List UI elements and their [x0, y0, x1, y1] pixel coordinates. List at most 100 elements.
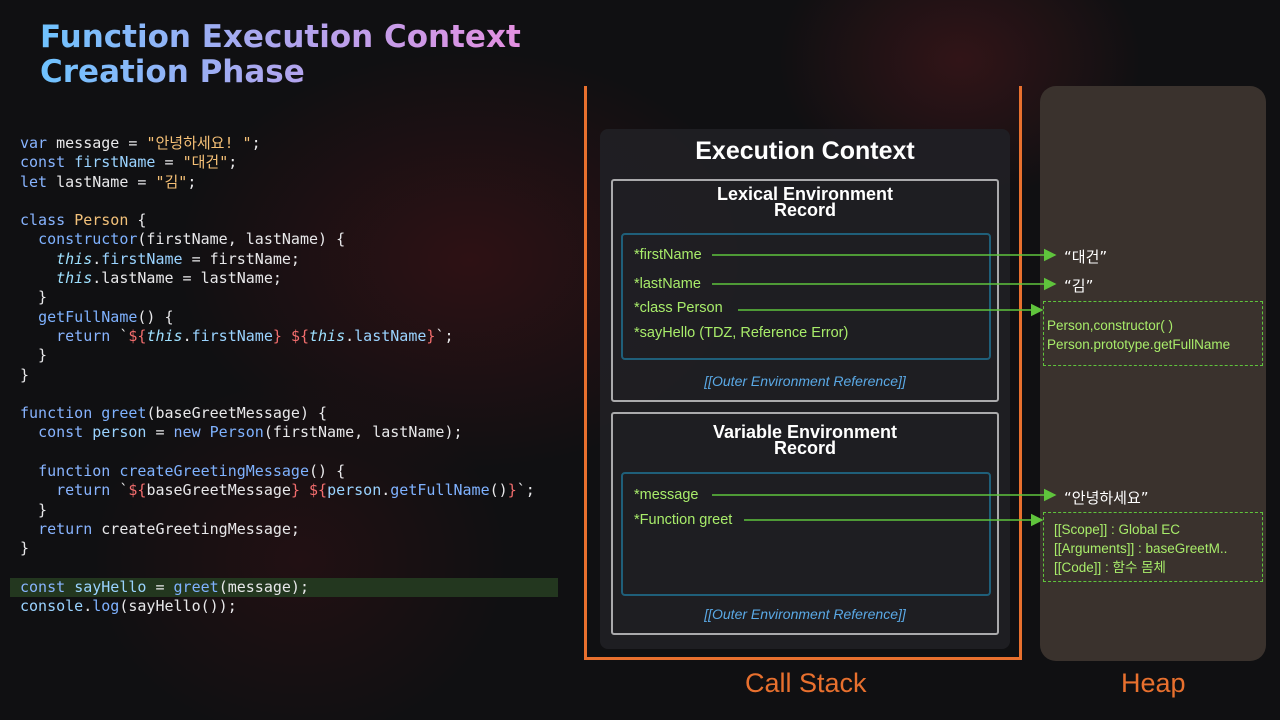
- code-token: ${: [309, 481, 328, 500]
- code-token: getFullName: [390, 481, 490, 500]
- code-editor: var message = "안녕하세요! ";const firstName …: [10, 134, 580, 616]
- code-token: this: [146, 326, 183, 345]
- heap-value-firstname: “대건”: [1064, 248, 1108, 266]
- code-token: person: [92, 423, 147, 442]
- code-token: ${: [290, 326, 309, 345]
- code-token: sayHello: [74, 577, 147, 596]
- call-stack-frame: [584, 86, 1022, 660]
- var-entry-function-greet: *Function greet: [634, 512, 733, 528]
- code-line: return `${this.firstName} ${this.lastNam…: [20, 327, 580, 346]
- code-token: createGreetingMessage;: [92, 519, 300, 538]
- code-line: }: [20, 539, 580, 558]
- variable-outer-ref: [[Outer Environment Reference]]: [704, 606, 906, 622]
- code-token: greet: [173, 577, 219, 596]
- var-entry-message: *message: [634, 487, 699, 503]
- code-line: const firstName = "대건";: [20, 153, 580, 172]
- execution-context-title: Execution Context: [695, 137, 915, 165]
- code-line: return createGreetingMessage;: [20, 520, 580, 539]
- code-token: (firstName, lastName) {: [137, 230, 346, 249]
- code-token: class: [20, 211, 66, 230]
- code-token: this: [56, 249, 93, 268]
- code-token: ${: [128, 481, 147, 500]
- code-token: .: [83, 597, 93, 616]
- code-token: ;: [187, 172, 197, 191]
- code-token: `: [110, 326, 129, 345]
- code-token: .: [182, 326, 192, 345]
- variable-environment-title: Variable Environment Record: [613, 423, 997, 457]
- lexical-title-line-1: Lexical Environment: [716, 184, 894, 204]
- code-token: =: [146, 577, 174, 596]
- code-token: new: [173, 423, 201, 442]
- code-token: "안녕하세요! ": [146, 134, 252, 152]
- code-token: message =: [47, 134, 147, 152]
- lex-entry-firstname: *firstName: [634, 247, 702, 263]
- code-token: var: [20, 134, 48, 152]
- code-token: ;: [228, 153, 238, 172]
- greet-obj-line-1: [[Scope]] : Global EC: [1054, 522, 1181, 537]
- code-line: const person = new Person(firstName, las…: [20, 423, 580, 442]
- code-line: return `${baseGreetMessage} ${person.get…: [20, 481, 580, 500]
- heap-value-message: “안녕하세요”: [1064, 489, 1149, 507]
- code-token: firstName: [101, 249, 183, 268]
- code-token: firstName: [191, 326, 273, 345]
- code-line: }: [20, 501, 580, 520]
- code-token: lastName =: [47, 172, 156, 191]
- code-token: (message);: [218, 577, 309, 596]
- code-token: }: [272, 326, 282, 345]
- code-token: }: [426, 326, 436, 345]
- code-token: return: [56, 326, 111, 345]
- code-token: ;: [251, 134, 261, 152]
- code-line: const sayHello = greet(message);: [10, 577, 558, 598]
- person-obj-line-2: Person.prototype.getFullName: [1047, 337, 1231, 352]
- heap-person-object: Person,constructor( ) Person.prototype.g…: [1043, 301, 1263, 366]
- code-token: .: [345, 326, 355, 345]
- code-token: }: [20, 539, 30, 558]
- code-token: }: [507, 481, 517, 500]
- code-token: console: [20, 597, 84, 616]
- code-token: (sayHello());: [119, 597, 237, 616]
- code-token: function: [38, 462, 111, 481]
- code-token: log: [92, 597, 120, 616]
- call-stack-label: Call Stack: [745, 668, 867, 698]
- lexical-outer-ref: [[Outer Environment Reference]]: [704, 373, 906, 389]
- code-token: .: [381, 481, 391, 500]
- code-token: {: [128, 211, 147, 230]
- code-token: `;: [435, 326, 454, 345]
- code-line: class Person {: [20, 211, 580, 230]
- code-line: this.lastName = lastName;: [20, 269, 580, 288]
- code-token: const: [20, 153, 66, 172]
- greet-obj-line-2: [[Arguments]] : baseGreetM..: [1054, 541, 1228, 556]
- lexical-environment-title: Lexical Environment Record: [613, 184, 997, 219]
- code-line: let lastName = "김";: [20, 173, 580, 192]
- code-token: return: [56, 481, 111, 500]
- code-token: "김": [155, 172, 188, 191]
- heap-greet-function-object: [[Scope]] : Global EC [[Arguments]] : ba…: [1043, 512, 1263, 582]
- code-line: console.log(sayHello());: [20, 597, 580, 616]
- execution-context-panel: [600, 129, 1010, 649]
- code-line: function greet(baseGreetMessage) {: [20, 404, 580, 423]
- code-token: getFullName: [38, 307, 138, 326]
- code-token: "대건": [182, 153, 229, 172]
- code-token: baseGreetMessage: [146, 481, 291, 500]
- code-line: var message = "안녕하세요! ";: [20, 134, 580, 153]
- code-token: Person: [209, 423, 264, 442]
- code-token: }: [20, 346, 48, 365]
- code-line: getFullName() {: [20, 308, 580, 327]
- person-obj-line-1: Person,constructor( ): [1047, 318, 1174, 333]
- lex-entry-class-person: *class Person: [634, 300, 723, 316]
- code-token: createGreetingMessage: [119, 462, 309, 481]
- code-line: constructor(firstName, lastName) {: [20, 230, 580, 249]
- code-line: }: [20, 288, 580, 307]
- code-token: }: [290, 481, 300, 500]
- heap-panel: [1040, 86, 1266, 661]
- code-token: this: [56, 269, 93, 288]
- code-token: const: [20, 577, 66, 596]
- code-token: }: [20, 500, 48, 519]
- code-token: ${: [128, 326, 147, 345]
- lexical-record-box: [621, 233, 991, 360]
- code-token: person: [327, 481, 382, 500]
- code-token: lastName: [354, 326, 427, 345]
- variable-record-box: [621, 472, 991, 596]
- code-token: = firstName;: [182, 249, 300, 268]
